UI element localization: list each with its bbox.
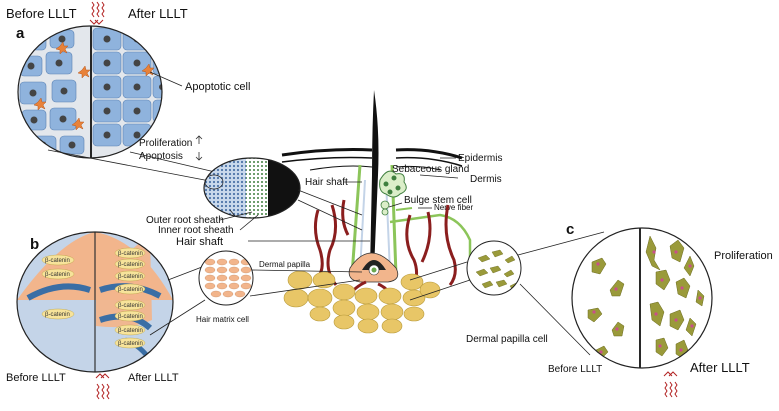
bulge-stem-cell-label: Bulge stem cell [404, 195, 472, 206]
beta-catenin-label: β-catenin [118, 314, 143, 320]
dermal-papilla-label: Dermal papilla [259, 260, 311, 269]
panel-a-after-label: After LLLT [128, 6, 188, 21]
beta-catenin-label: β-catenin [118, 274, 143, 280]
panel-a-laser-icon [89, 1, 105, 25]
proliferation-label-a: Proliferation [139, 138, 192, 149]
up-down-arrows-icon [195, 135, 203, 161]
beta-catenin-label: β-catenin [118, 251, 143, 257]
hair-matrix-magnifier [198, 250, 254, 306]
center-hair-follicle: Epidermis Dermis Sebaceous gland Bulge s… [146, 90, 548, 345]
beta-catenin-label: β-catenin [118, 341, 143, 347]
outer-root-sheath-label: Outer root sheath [146, 215, 224, 226]
sebaceous-gland-label: Sebaceous gland [392, 164, 469, 175]
fat-cells [283, 270, 441, 334]
panel-c-laser-icon [663, 371, 678, 398]
panel-c-field [572, 228, 712, 368]
beta-catenin-label: β-catenin [118, 262, 143, 268]
panel-b-laser-icon [95, 373, 110, 400]
apoptotic-cell-label: Apoptotic cell [185, 81, 250, 93]
beta-catenin-label: β-catenin [45, 272, 70, 278]
panel-b-letter: b [30, 236, 39, 253]
beta-catenin-label: β-catenin [45, 312, 70, 318]
beta-catenin-tags-after: β-catenin β-catenin β-catenin β-catenin … [114, 247, 146, 349]
panel-b: b β-catenin β-catenin β-cateni [6, 231, 216, 400]
dermal-papilla-cell-label: Dermal papilla cell [466, 334, 548, 345]
panel-a: Before LLLT After LLLT a [6, 1, 250, 183]
panel-a-letter: a [16, 25, 25, 42]
beta-catenin-label: β-catenin [45, 258, 70, 264]
follicle-cross-section [203, 157, 301, 219]
beta-catenin-label: β-catenin [118, 303, 143, 309]
panel-c-before-label: Before LLLT [548, 364, 602, 375]
panel-c: c [517, 221, 773, 398]
panel-b-after-label: After LLLT [128, 372, 179, 384]
panel-a-before-label: Before LLLT [6, 6, 77, 21]
hair-shaft-top-label: Hair shaft [305, 177, 348, 188]
panel-c-proliferation-label: Proliferation [714, 250, 773, 262]
epidermis-label: Epidermis [458, 153, 502, 164]
beta-catenin-tags-before: β-catenin β-catenin β-catenin [41, 254, 75, 320]
fibroblast-nuclei [592, 250, 702, 354]
panel-c-after-label: After LLLT [690, 360, 750, 375]
beta-catenin-label: β-catenin [118, 287, 143, 293]
nerve-fiber-label: Nerve fiber [434, 203, 473, 212]
hair-shaft-label: Hair shaft [176, 236, 223, 248]
inner-root-sheath-label: Inner root sheath [158, 225, 234, 236]
panel-b-before-label: Before LLLT [6, 372, 66, 384]
panel-b-field [17, 232, 173, 372]
hair-matrix-cell-label: Hair matrix cell [196, 315, 249, 324]
dermal-papilla-magnifier [466, 240, 522, 296]
apoptosis-label-a: Apoptosis [139, 151, 183, 162]
sebaceous-gland-shape [379, 170, 407, 198]
dermis-label: Dermis [470, 174, 502, 185]
beta-catenin-label: β-catenin [118, 328, 143, 334]
panel-c-letter: c [566, 221, 574, 238]
